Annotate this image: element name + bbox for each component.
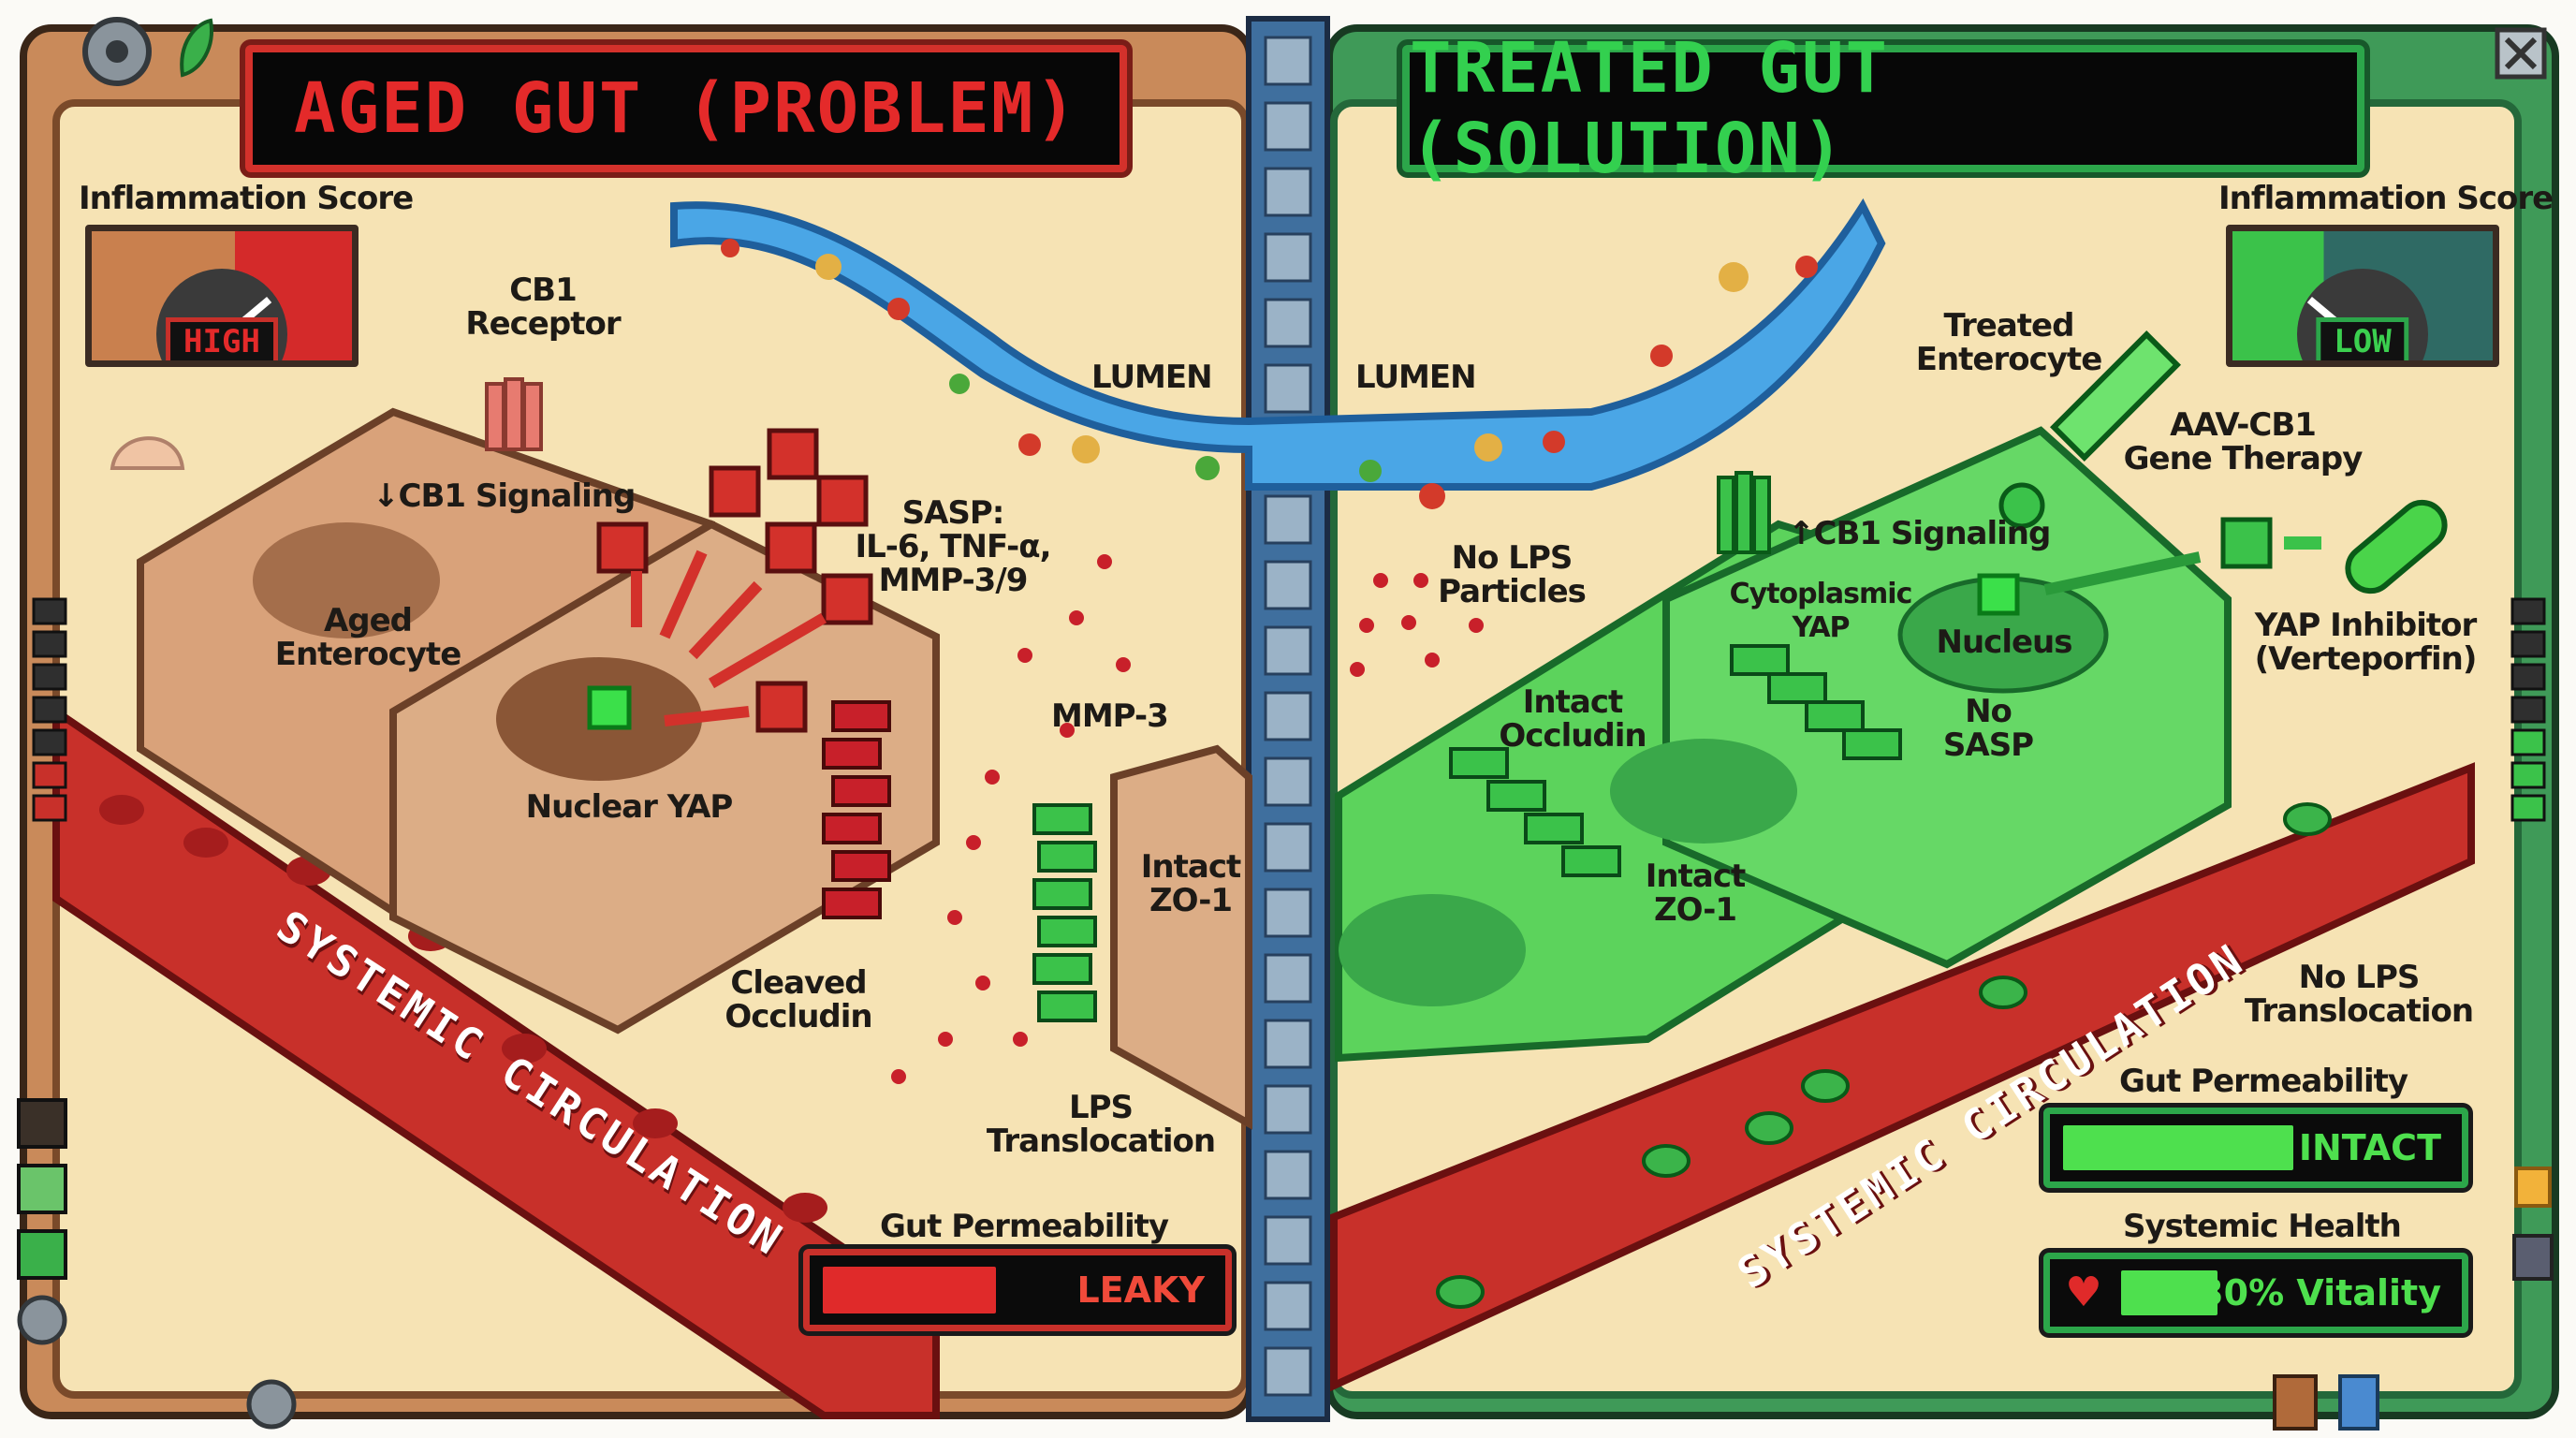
left-permeability-bar: LEAKY xyxy=(803,1249,1232,1331)
left-bottom-tool-icons[interactable] xyxy=(17,1098,67,1345)
cb1-receptor-treated xyxy=(1717,471,1771,554)
intact-occludin-right xyxy=(1449,644,1902,877)
label-cb1-signaling-up: ↑CB1 Signaling xyxy=(1788,515,2051,552)
label-nucleus: Nucleus xyxy=(1936,624,2073,661)
label-no-sasp: No SASP xyxy=(1942,693,2034,764)
health-fill xyxy=(2121,1270,2217,1315)
intact-zo1-left xyxy=(1032,803,1097,1022)
lps-particles-right xyxy=(1350,573,1484,677)
label-intact-zo1-left: Intact ZO-1 xyxy=(1140,848,1241,919)
treated-enterocytes xyxy=(1335,426,2232,1063)
sasp-arrows xyxy=(631,550,827,726)
systemic-health-bar: ♥ +30% Vitality xyxy=(2043,1253,2468,1333)
nuclear-yap-cube xyxy=(587,685,632,730)
systemic-health-status: +30% Vitality xyxy=(2169,1272,2441,1313)
folder-icon[interactable] xyxy=(2514,1167,2552,1208)
center-divider xyxy=(1246,16,1330,1422)
label-intact-occludin: Intact Occludin xyxy=(1499,683,1647,755)
gear-icon xyxy=(82,17,152,86)
right-permeability-status: INTACT xyxy=(2298,1127,2441,1168)
pill-icon xyxy=(2043,499,2448,595)
left-inflammation-gauge: HIGH xyxy=(85,225,359,367)
yap-cube xyxy=(1977,573,2020,616)
label-lumen-left: LUMEN xyxy=(1091,359,1213,396)
label-sasp: SASP: IL-6, TNF-α, MMP-3/9 xyxy=(855,494,1051,599)
lumen-particles xyxy=(721,239,1818,509)
cleaved-occludin xyxy=(822,700,891,919)
label-no-lps-translocation: No LPS Translocation xyxy=(2244,959,2474,1030)
shell-icon xyxy=(110,436,185,470)
leaf-icon xyxy=(180,18,213,78)
syringe-icon xyxy=(1998,330,2182,529)
left-permeability-status: LEAKY xyxy=(1076,1269,1205,1311)
permeability-fill xyxy=(2063,1125,2293,1170)
left-panel-title: AGED GUT (PROBLEM) xyxy=(245,45,1127,172)
left-permeability-label: Gut Permeability xyxy=(880,1208,1169,1245)
right-circulation-band xyxy=(1330,762,2475,1392)
label-lps-translocation: LPS Translocation xyxy=(986,1089,1216,1160)
label-treated-enterocyte: Treated Enterocyte xyxy=(1915,307,2102,378)
label-lumen-right: LUMEN xyxy=(1355,359,1477,396)
right-permeability-bar: INTACT xyxy=(2043,1108,2468,1188)
label-cleaved-occludin: Cleaved Occludin xyxy=(724,964,872,1035)
heart-icon: ♥ xyxy=(2065,1269,2102,1316)
right-inflammation-status: LOW xyxy=(2316,317,2409,360)
neighbor-cell xyxy=(1110,744,1252,1130)
monitor-icon[interactable] xyxy=(2512,1234,2554,1281)
right-permeability-label: Gut Permeability xyxy=(2119,1063,2408,1100)
right-panel-title: TREATED GUT (SOLUTION) xyxy=(1402,28,2364,189)
right-inflammation-label: Inflammation Score xyxy=(2218,180,2554,217)
close-icon[interactable] xyxy=(2495,27,2547,80)
sasp-icons xyxy=(596,428,873,733)
label-cytoplasmic-yap: Cytoplasmic YAP xyxy=(1729,578,1913,644)
permeability-fill xyxy=(823,1267,996,1313)
label-yap-inhibitor: YAP Inhibitor (Verteporfin) xyxy=(2254,607,2478,678)
left-inflammation-label: Inflammation Score xyxy=(79,180,414,217)
cb1-receptor xyxy=(485,377,543,451)
scroll-icon[interactable] xyxy=(2273,1374,2318,1431)
gear-icon-bottom[interactable] xyxy=(246,1379,297,1430)
right-side-toolbar[interactable] xyxy=(2510,597,2546,822)
right-inflammation-gauge: LOW xyxy=(2226,225,2499,367)
lumen-channel xyxy=(670,198,1886,491)
label-intact-zo1-right: Intact ZO-1 xyxy=(1645,858,1746,929)
left-side-toolbar[interactable] xyxy=(32,597,67,822)
label-gene-therapy: AAV-CB1 Gene Therapy xyxy=(2123,406,2364,477)
label-mmp3: MMP-3 xyxy=(1051,697,1169,735)
label-no-lps-particles: No LPS Particles xyxy=(1438,539,1587,610)
info-icon[interactable] xyxy=(2338,1374,2379,1431)
label-nuclear-yap: Nuclear YAP xyxy=(525,788,734,826)
label-cb1-receptor: CB1 Receptor xyxy=(465,271,621,343)
lps-particles-left xyxy=(891,554,1131,1084)
healthy-blood-cells xyxy=(1436,802,2332,1309)
aged-enterocytes xyxy=(137,407,1252,1130)
label-aged-enterocyte: Aged Enterocyte xyxy=(274,602,461,673)
left-inflammation-status: HIGH xyxy=(166,317,278,360)
label-cb1-signaling-down: ↓CB1 Signaling xyxy=(373,477,636,515)
systemic-health-label: Systemic Health xyxy=(2123,1208,2402,1245)
